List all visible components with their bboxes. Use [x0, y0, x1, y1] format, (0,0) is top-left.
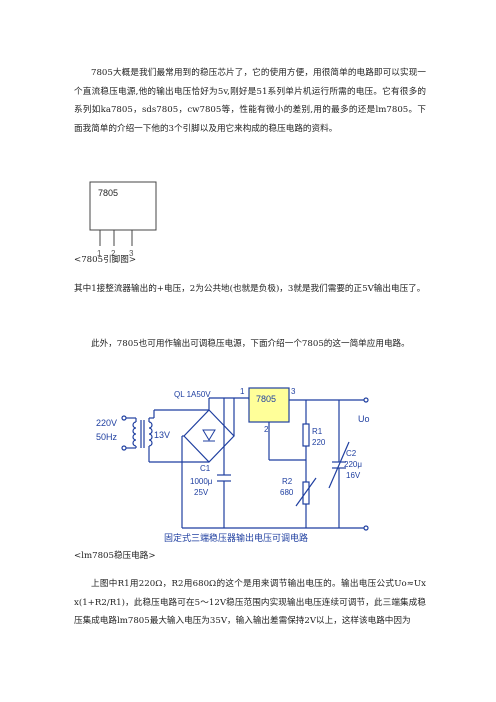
source-frequency: 50Hz — [96, 432, 118, 442]
r2-name: R2 — [282, 477, 293, 486]
chip-name: 7805 — [256, 394, 276, 404]
circuit-caption: <lm7805稳压电路> — [74, 551, 156, 561]
circuit-wires — [121, 397, 369, 531]
pin-2-label: 2 — [111, 249, 116, 258]
r2-value: 680 — [280, 488, 294, 497]
pinout-caption: <7805引脚图> — [74, 255, 137, 265]
c2-name: C2 — [346, 449, 357, 458]
regulator-chip — [248, 387, 290, 423]
pin-description: 其中1接整流器输出的+电压，2为公共地(也就是负极)，3就是我们需要的正5V输出… — [74, 284, 426, 294]
diode-icon — [202, 429, 216, 442]
chip-pin-3: 3 — [291, 387, 296, 396]
circuit-description: 上图中R1用220Ω，R2用680Ω的这个是用来调节输出电压的。输出电压公式Uo… — [74, 579, 426, 627]
c1-name: C1 — [200, 464, 211, 473]
circuit-title: 固定式三端稳压器输出电压可调电路 — [164, 532, 308, 543]
chip-pin-2: 2 — [264, 425, 269, 434]
chip-label: 7805 — [98, 188, 118, 198]
regulator-circuit: 7805 1 3 2 220V 50Hz 13V QL 1A50V C1 100… — [96, 387, 370, 543]
r1-name: R1 — [312, 427, 323, 436]
r1-value: 220 — [312, 438, 326, 447]
bridge-label: QL 1A50V — [174, 390, 211, 399]
output-label: Uo — [358, 414, 370, 424]
application-intro: 此外，7805也可用作输出可调稳压电源，下面介绍一个7805的这一简单应用电路。 — [91, 339, 410, 349]
c2-value: 220μ — [344, 460, 362, 469]
secondary-voltage: 13V — [154, 430, 170, 440]
chip-body — [89, 181, 157, 231]
c2-voltage: 16V — [346, 471, 361, 480]
source-voltage: 220V — [96, 418, 117, 428]
intro-paragraph: 7805大概是我们最常用到的稳压芯片了，它的使用方便，用很简单的电路即可以实现一… — [74, 68, 426, 134]
pin-3-label: 3 — [129, 249, 134, 258]
chip-pin-1: 1 — [240, 387, 245, 396]
c1-value: 1000μ — [190, 477, 213, 486]
pinout-figure: 7805 1 2 3 — [89, 181, 157, 258]
c1-voltage: 25V — [194, 488, 209, 497]
pin-1-label: 1 — [97, 249, 102, 258]
